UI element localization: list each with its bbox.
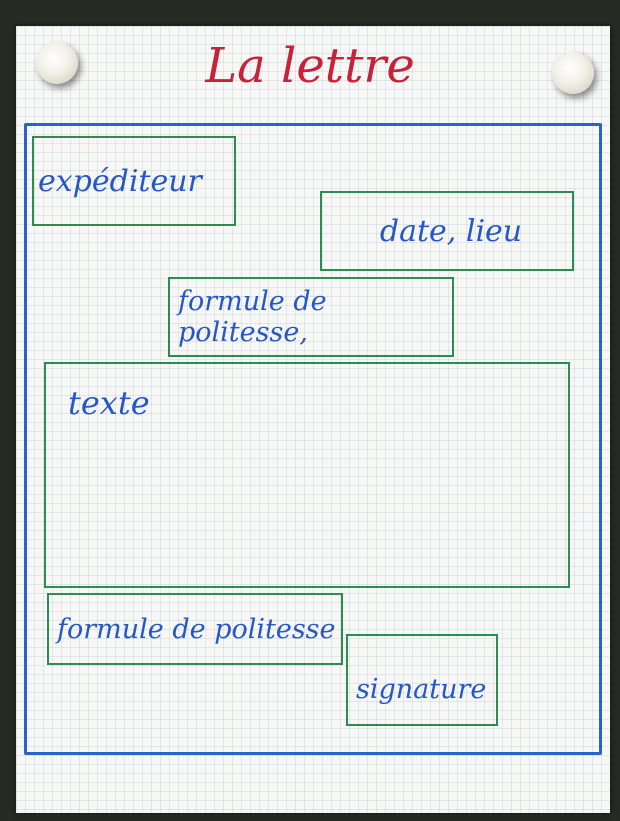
push-pin-right [552, 52, 594, 94]
closing-formula-label: formule de politesse [57, 613, 336, 645]
sender-label: expéditeur [38, 163, 202, 199]
date-place-box: date, lieu [320, 191, 574, 271]
letter-outline-frame [24, 123, 602, 755]
sender-box: expéditeur [32, 136, 236, 226]
date-place-label: date, lieu [379, 213, 523, 249]
body-text-label: texte [68, 384, 150, 422]
paper-sheet [16, 26, 610, 813]
opening-formula-box: formule de politesse, [168, 277, 454, 357]
push-pin-left [36, 42, 78, 84]
opening-formula-label: formule de politesse, [178, 286, 327, 348]
closing-formula-box: formule de politesse [47, 593, 343, 665]
signature-label: signature [356, 673, 487, 705]
body-text-box: texte [44, 362, 570, 588]
signature-box: signature [346, 634, 498, 726]
poster-title: La lettre [205, 38, 415, 94]
